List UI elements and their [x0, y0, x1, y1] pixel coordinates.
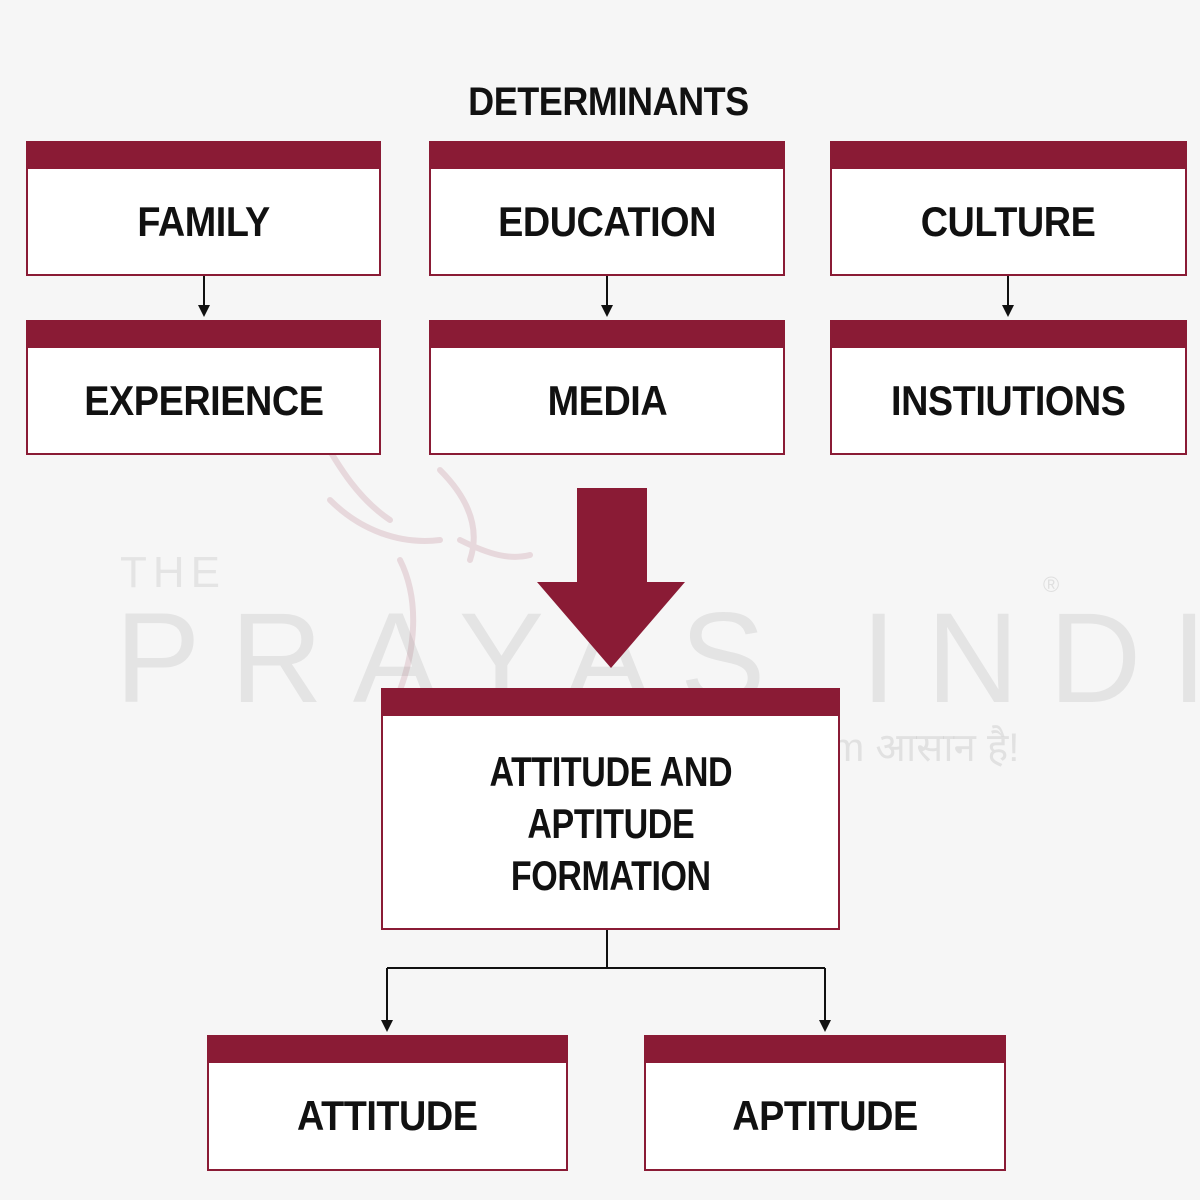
box-band	[644, 1035, 1006, 1063]
box-aptitude: APTITUDE	[644, 1035, 1006, 1171]
box-band	[830, 141, 1187, 169]
box-band	[429, 141, 785, 169]
box-media: MEDIA	[429, 320, 785, 455]
box-band	[207, 1035, 568, 1063]
box-experience: EXPERIENCE	[26, 320, 381, 455]
box-attitude: ATTITUDE	[207, 1035, 568, 1171]
box-family: FAMILY	[26, 141, 381, 276]
box-experience-label: EXPERIENCE	[83, 376, 324, 424]
box-culture: CULTURE	[830, 141, 1187, 276]
formation-line-3: FORMATION	[510, 852, 711, 899]
big-down-arrow	[537, 488, 685, 668]
diagram-heading: DETERMINANTS	[468, 80, 749, 124]
formation-line-1: ATTITUDE AND	[489, 748, 732, 795]
box-band	[429, 320, 785, 348]
box-education-label: EDUCATION	[498, 197, 716, 245]
box-family-label: FAMILY	[137, 197, 270, 245]
box-band	[26, 141, 381, 169]
formation-line-2: APTITUDE	[527, 800, 694, 847]
box-band	[26, 320, 381, 348]
box-media-label: MEDIA	[547, 376, 667, 424]
box-formation: ATTITUDE AND APTITUDE FORMATION	[381, 688, 840, 930]
box-band	[381, 688, 840, 716]
box-instiutions: INSTIUTIONS	[830, 320, 1187, 455]
box-band	[830, 320, 1187, 348]
box-aptitude-label: APTITUDE	[732, 1092, 918, 1139]
watermark-registered-mark: ®	[1043, 572, 1060, 597]
box-education: EDUCATION	[429, 141, 785, 276]
box-instiutions-label: INSTIUTIONS	[891, 376, 1126, 424]
watermark-the: THE	[120, 548, 226, 597]
box-culture-label: CULTURE	[921, 197, 1096, 245]
box-attitude-label: ATTITUDE	[297, 1092, 478, 1139]
